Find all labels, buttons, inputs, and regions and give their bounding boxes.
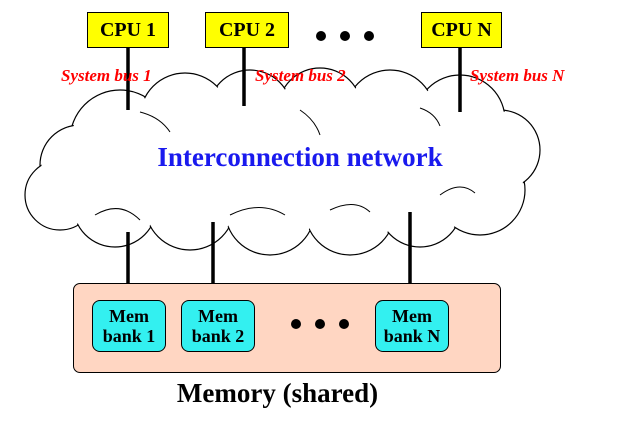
mem-bank-n-line2: bank N [383, 326, 441, 346]
cpu-n-box: CPU N [421, 12, 502, 48]
system-bus-lines [126, 48, 462, 112]
mem-bank-n: Mem bank N [375, 300, 449, 352]
ellipsis-dot [364, 31, 374, 41]
mem-bank-2-line2: bank 2 [191, 326, 245, 346]
mem-bank-2: Mem bank 2 [181, 300, 255, 352]
mem-bank-n-line1: Mem [392, 306, 432, 326]
cpu-n-label: CPU N [431, 18, 492, 41]
mem-bank-1: Mem bank 1 [92, 300, 166, 352]
mem-bank-1-line1: Mem [109, 306, 149, 326]
system-bus-1-label: System bus 1 [61, 66, 152, 85]
cpu-2-box: CPU 2 [205, 12, 289, 48]
mem-bank-2-line1: Mem [198, 306, 238, 326]
mem-bank-1-line2: bank 1 [102, 326, 156, 346]
ellipsis-dot [340, 31, 350, 41]
memory-title: Memory (shared) [176, 378, 379, 408]
ellipsis-dot [315, 319, 325, 329]
network-label: Interconnection network [157, 142, 443, 172]
cpu-ellipsis [316, 31, 374, 41]
ellipsis-dot [316, 31, 326, 41]
ellipsis-dot [339, 319, 349, 329]
bank-ellipsis [291, 319, 349, 329]
cpu-1-label: CPU 1 [99, 18, 157, 41]
system-bus-n-label: System bus N [470, 66, 565, 85]
cpu-2-label: CPU 2 [218, 18, 276, 41]
ellipsis-dot [291, 319, 301, 329]
system-bus-2-label: System bus 2 [255, 66, 346, 85]
cpu-1-box: CPU 1 [87, 12, 169, 48]
